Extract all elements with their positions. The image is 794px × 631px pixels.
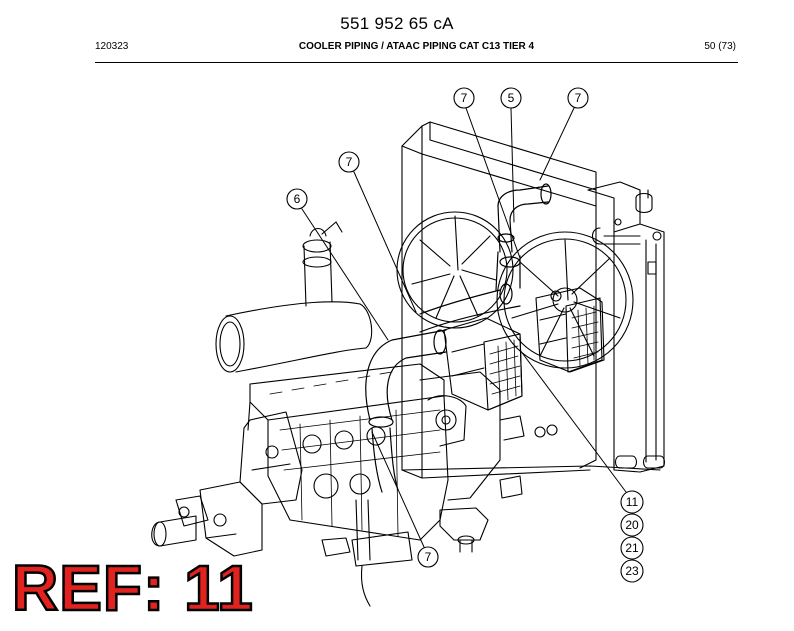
- callout-label: 21: [625, 541, 639, 555]
- radiator-frame: [401, 121, 666, 479]
- callout-label: 20: [625, 518, 639, 532]
- callout-7-top-right: 7: [567, 87, 589, 109]
- callout-20: 20: [620, 513, 644, 537]
- callout-6: 6: [286, 188, 308, 210]
- callout-11: 11: [620, 490, 644, 514]
- callouts: 7 5 7 7 6 11 20 21: [286, 87, 644, 583]
- header-rule: [95, 62, 738, 63]
- callout-7-top-left: 7: [453, 87, 475, 109]
- callout-5: 5: [500, 87, 522, 109]
- callout-label: 7: [425, 550, 432, 564]
- callout-label: 5: [508, 91, 515, 105]
- callout-7-bottom: 7: [417, 546, 439, 568]
- page-title: COOLER PIPING / ATAAC PIPING CAT C13 TIE…: [298, 41, 535, 52]
- callout-label: 6: [294, 192, 301, 206]
- callout-23: 23: [620, 559, 644, 583]
- callout-label: 11: [626, 495, 639, 509]
- front-cover: [239, 371, 558, 505]
- callout-label: 7: [346, 155, 353, 169]
- ref-label: REF: 11: [11, 552, 254, 624]
- engine-mounts: [321, 475, 523, 557]
- ataac-upper-pipe: [419, 183, 552, 333]
- callout-label: 7: [575, 91, 582, 105]
- document-number: 551 952 65 cA: [340, 14, 454, 33]
- page-number: 50 (73): [704, 41, 736, 52]
- header-code: 120323: [95, 41, 129, 52]
- muffler: [215, 221, 373, 373]
- leader-lines: [301, 107, 627, 548]
- air-cleaner-left: [443, 317, 523, 411]
- page-header: 120323 COOLER PIPING / ATAAC PIPING CAT …: [95, 41, 738, 55]
- callout-21: 21: [620, 536, 644, 560]
- callout-7-middle: 7: [338, 151, 360, 173]
- cooling-fans: [396, 211, 634, 369]
- callout-label: 23: [625, 564, 639, 578]
- hydraulic-pump: [151, 481, 263, 557]
- callout-label: 7: [461, 91, 468, 105]
- air-cleaner-right: [535, 287, 605, 373]
- engine-block: [247, 363, 449, 607]
